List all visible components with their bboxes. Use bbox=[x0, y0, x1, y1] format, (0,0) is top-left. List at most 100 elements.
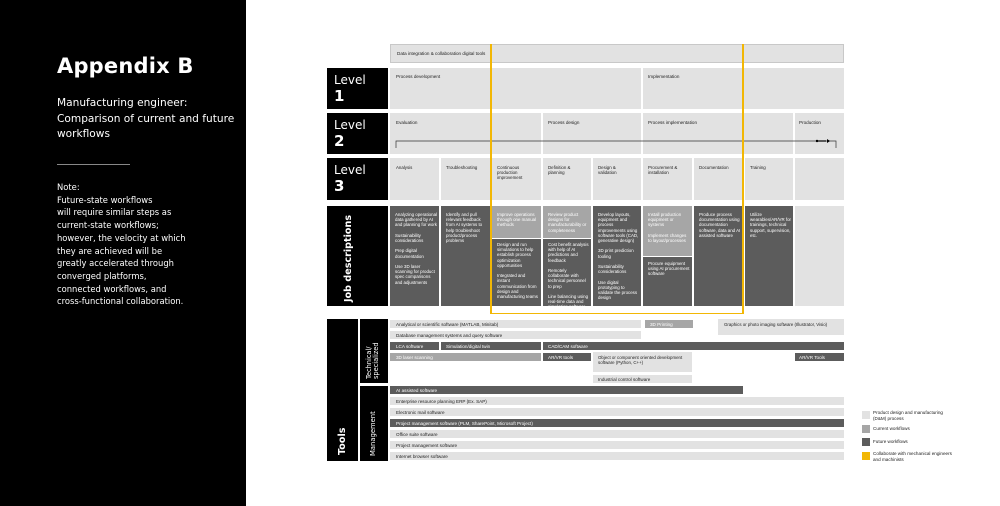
job-descriptions-header: Job descriptions bbox=[327, 206, 388, 306]
legend-swatch bbox=[862, 425, 870, 433]
tool-bar: CAD/CAM software bbox=[543, 342, 844, 350]
job-cell: Cost benefit analysis with help of AI pr… bbox=[543, 239, 591, 309]
note-line: however, the velocity at which bbox=[57, 232, 186, 243]
tool-label: AI assisted software bbox=[396, 387, 438, 393]
tool-bar: Office suite software bbox=[390, 430, 844, 438]
legend-label: Product design and manufacturing (D&M) p… bbox=[873, 410, 943, 421]
level-3-item-label: Definition & planning bbox=[548, 165, 571, 176]
arrow-head-icon bbox=[827, 139, 830, 143]
note: Note: Future-state workflows will requir… bbox=[57, 181, 242, 308]
level-3-item: Training bbox=[745, 158, 793, 200]
level-2-flow-arrows bbox=[395, 139, 837, 148]
job-cell-current: Improve operations through one manual me… bbox=[492, 206, 541, 238]
level-word: Level bbox=[334, 73, 366, 87]
tool-label: Industrial control software bbox=[598, 376, 651, 382]
level-3-item: Documentation bbox=[694, 158, 743, 200]
job-cell-text: Develop layouts, equipment and process i… bbox=[598, 212, 639, 301]
tool-label: Analytical or scientific software (MATLA… bbox=[396, 321, 499, 327]
job-cell: Produce process documentation using docu… bbox=[694, 206, 743, 306]
level-word: Level bbox=[334, 163, 366, 177]
level-3-item-label: Documentation bbox=[699, 165, 729, 170]
note-line: converged platforms, bbox=[57, 270, 147, 281]
tool-bar: AR/VR tools bbox=[543, 353, 591, 361]
level-1-item-label: Implementation bbox=[648, 74, 680, 79]
tool-label: Graphics or photo imaging software (Illu… bbox=[724, 322, 828, 327]
level-3-item-label: Analysis bbox=[396, 165, 413, 170]
level-number: 2 bbox=[334, 132, 345, 150]
note-line: Note: bbox=[57, 182, 80, 192]
tool-label: Object or component oriented development… bbox=[598, 355, 683, 366]
tool-bar: Object or component oriented development… bbox=[593, 352, 692, 372]
level-2-item: Process implementation bbox=[643, 113, 793, 154]
legend-swatch bbox=[862, 452, 870, 460]
level-2-item-label: Process design bbox=[548, 120, 580, 125]
tools-label: Tools bbox=[337, 427, 348, 455]
flow-line bbox=[395, 140, 837, 148]
job-cell-empty bbox=[795, 206, 844, 306]
management-label: Management bbox=[369, 411, 377, 456]
level-3-item: Continuous production improvement bbox=[492, 158, 541, 200]
tool-label: Project management software (PLM, ShareP… bbox=[396, 420, 533, 426]
level-3-item: Analysis bbox=[390, 158, 439, 200]
level-word: Level bbox=[334, 118, 366, 132]
sidebar: Appendix B Manufacturing engineer: Compa… bbox=[0, 0, 246, 506]
tool-bar: Database management systems and query so… bbox=[390, 331, 641, 339]
job-cell: Utilize wearables/AR/VR for trainings, t… bbox=[745, 206, 793, 306]
level-2-item-label: Process implementation bbox=[648, 120, 698, 125]
level-3-item-label: Training bbox=[750, 165, 766, 170]
note-line: connected workflows, and bbox=[57, 283, 167, 294]
job-cell-current: Review product designs for manufacturabi… bbox=[543, 206, 591, 238]
tool-label: Enterprise resource planning ERP (Ex. SA… bbox=[396, 398, 487, 404]
tool-label: Office suite software bbox=[396, 431, 438, 437]
page-subtitle: Manufacturing engineer: Comparison of cu… bbox=[57, 97, 235, 140]
tool-bar: AI assisted software bbox=[390, 386, 743, 394]
tool-bar: Analytical or scientific software (MATLA… bbox=[390, 320, 641, 328]
level-3-item-label: Continuous production improvement bbox=[497, 165, 523, 181]
divider bbox=[57, 164, 130, 165]
tool-label: Electronic mail software bbox=[396, 409, 445, 415]
collaboration-line bbox=[490, 312, 744, 315]
level-3-item-empty bbox=[795, 158, 844, 200]
tool-bar: Industrial control software bbox=[593, 375, 692, 383]
note-line: they are achieved will be bbox=[57, 245, 163, 256]
collaboration-line bbox=[490, 44, 492, 314]
technical-header: Technical/ specialized bbox=[360, 319, 388, 383]
level-3-label: Level 3 bbox=[327, 158, 388, 200]
tool-bar: LCA software bbox=[390, 342, 439, 350]
job-cell: Identify and pull relevant feedback from… bbox=[441, 206, 490, 306]
note-line: cross-functional collaboration. bbox=[57, 296, 184, 307]
level-2-item: Process design bbox=[543, 113, 641, 154]
note-line: Future-state workflows bbox=[57, 194, 153, 205]
tool-label: Internet browser software bbox=[396, 453, 448, 459]
level-2-item-label: Production bbox=[799, 120, 821, 125]
tool-label: Project management software bbox=[396, 442, 458, 448]
level-3-item: Troubleshooting bbox=[441, 158, 490, 200]
legend-swatch bbox=[862, 411, 870, 419]
tool-bar: Project management software bbox=[390, 441, 844, 449]
legend-label: Collaborate with mechanical engineers an… bbox=[873, 451, 952, 462]
page-title: Appendix B bbox=[57, 54, 194, 78]
job-cell-text: Procure equipment using AI procurement s… bbox=[648, 261, 690, 277]
note-line: current-state workflows; bbox=[57, 220, 159, 231]
top-bar: Data integration & collaboration digital… bbox=[390, 44, 844, 63]
tool-bar: Enterprise resource planning ERP (Ex. SA… bbox=[390, 397, 844, 405]
level-3-item: Design & validation bbox=[593, 158, 641, 200]
legend-label: Future workflows bbox=[873, 439, 908, 444]
note-line: greatly accelerated through bbox=[57, 258, 174, 269]
job-cell-text: Utilize wearables/AR/VR for trainings, t… bbox=[750, 212, 791, 238]
tool-label: LCA software bbox=[396, 343, 424, 349]
job-cell-text: Produce process documentation using docu… bbox=[699, 212, 741, 238]
tool-bar: 3D Printing bbox=[645, 320, 693, 328]
legend-swatch bbox=[862, 438, 870, 446]
job-cell-text: Install production equipment or systems … bbox=[648, 212, 687, 244]
job-cell-text: Review product designs for manufacturabi… bbox=[548, 212, 587, 233]
tool-bar: Graphics or photo imaging software (Illu… bbox=[718, 319, 844, 335]
level-1-item-label: Process development bbox=[396, 74, 441, 79]
level-number: 1 bbox=[334, 87, 345, 105]
job-cell: Analyzing operational data gathered by A… bbox=[390, 206, 439, 306]
level-2-item-label: Evaluation bbox=[396, 120, 418, 125]
tool-bar: 3D laser scanning bbox=[390, 353, 541, 361]
top-bar-label: Data integration & collaboration digital… bbox=[397, 51, 486, 56]
tool-label: 3D Printing bbox=[650, 321, 673, 327]
job-cell-text: Identify and pull relevant feedback from… bbox=[446, 212, 484, 244]
